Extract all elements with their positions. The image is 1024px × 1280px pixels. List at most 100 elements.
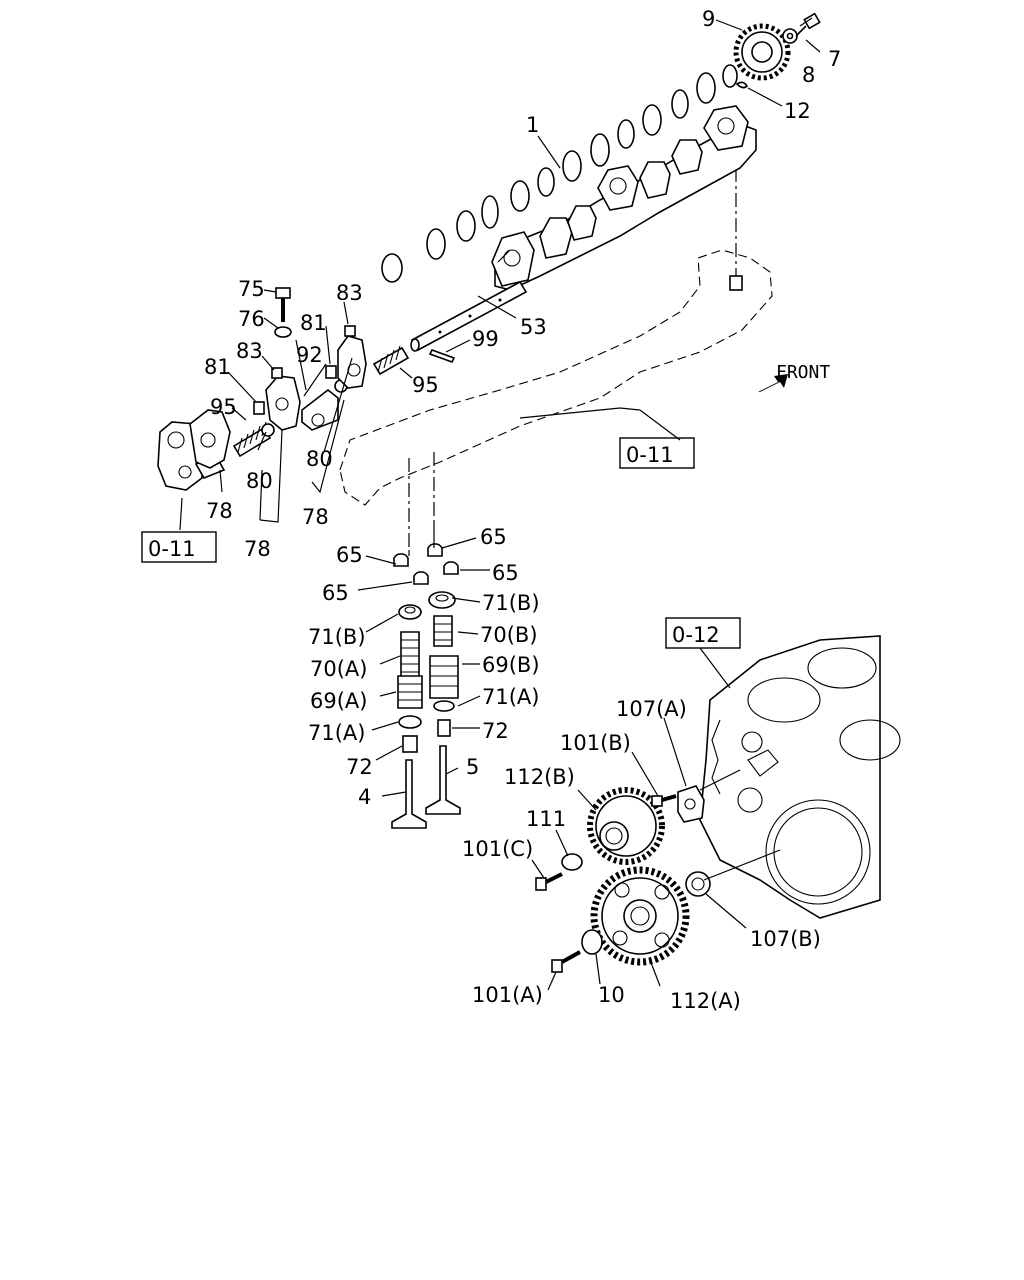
- idler-shaft-107b: [685, 871, 711, 897]
- spring-seat-71a-left: [398, 715, 422, 729]
- front-label: FRONT: [776, 362, 830, 383]
- label-8: 8: [802, 63, 815, 87]
- label-71a-right: 71(A): [482, 685, 539, 709]
- collet-65-c: [413, 571, 429, 585]
- bolt-101a: [551, 950, 581, 973]
- rocker-arm-78-left: [189, 409, 231, 469]
- label-80-center: 80: [306, 447, 333, 471]
- label-81-right: 81: [300, 311, 327, 335]
- label-78-bottom: 78: [244, 537, 271, 561]
- cylinder-head-outline: [339, 249, 773, 506]
- label-69a: 69(A): [310, 689, 367, 713]
- label-95-center: 95: [412, 373, 439, 397]
- idler-gear-112b: [587, 787, 665, 865]
- label-70a: 70(A): [310, 657, 367, 681]
- ref-box-0-11-right: 0-11: [619, 437, 695, 469]
- label-12: 12: [784, 99, 811, 123]
- bolt-81-left: [253, 401, 265, 415]
- label-75: 75: [238, 277, 265, 301]
- valve-5: [425, 745, 461, 815]
- front-arrow-icon: [758, 374, 788, 392]
- washer-76: [274, 326, 292, 338]
- bolt-75: [275, 287, 291, 322]
- bolt-101c: [535, 872, 563, 891]
- washer-8-hole: [786, 32, 794, 40]
- label-71b-left: 71(B): [308, 625, 366, 649]
- inner-spring-70a: [400, 631, 420, 681]
- head-dowel: [729, 275, 743, 291]
- rocker-arm-assembly: [491, 105, 757, 291]
- label-99: 99: [472, 327, 499, 351]
- rocker-arm-78-center: [265, 375, 301, 431]
- ref-box-0-12: 0-12: [665, 617, 741, 649]
- svg-text:0-12: 0-12: [672, 623, 720, 647]
- spring-95-left: [232, 421, 272, 458]
- label-65-d: 65: [322, 581, 349, 605]
- label-101b: 101(B): [560, 731, 631, 755]
- leader-lines: [179, 17, 821, 991]
- valve-4: [391, 759, 427, 829]
- collet-65-d: [443, 561, 459, 575]
- label-107b: 107(B): [750, 927, 821, 951]
- label-95-left: 95: [210, 395, 237, 419]
- valve-seal-72-left: [402, 735, 418, 753]
- camshaft-sprocket: [733, 23, 791, 81]
- svg-text:0-11: 0-11: [148, 537, 196, 561]
- label-83-left: 83: [236, 339, 263, 363]
- label-101a: 101(A): [472, 983, 543, 1007]
- support-92: [301, 388, 339, 431]
- outer-spring-69a: [397, 675, 423, 709]
- pin-99: [428, 349, 456, 363]
- label-111: 111: [526, 807, 566, 831]
- inner-spring-70b: [433, 615, 453, 647]
- label-107a: 107(A): [616, 697, 687, 721]
- label-112b: 112(B): [504, 765, 575, 789]
- label-1: 1: [526, 113, 539, 137]
- label-70b: 70(B): [480, 623, 538, 647]
- label-72-left: 72: [346, 755, 373, 779]
- label-81-left: 81: [204, 355, 231, 379]
- part-labels: 1 9 7 8 12 53 99 75 76 83 81 92 83 81 95…: [204, 7, 841, 1013]
- nut-83-left: [271, 367, 283, 379]
- label-65-a: 65: [336, 543, 363, 567]
- key-12: [735, 81, 749, 89]
- valve-seal-72-right: [437, 719, 451, 737]
- bolt-81-center: [325, 365, 337, 379]
- label-5: 5: [466, 755, 479, 779]
- label-4: 4: [358, 785, 371, 809]
- label-7: 7: [828, 47, 841, 71]
- label-76: 76: [238, 307, 265, 331]
- label-80-left: 80: [246, 469, 273, 493]
- rocker-shaft: [410, 280, 528, 352]
- label-10: 10: [598, 983, 625, 1007]
- collet-65-a: [393, 553, 409, 567]
- label-101c: 101(C): [462, 837, 533, 861]
- spring-95-center: [372, 345, 410, 376]
- label-53: 53: [520, 315, 547, 339]
- thrust-washer-10: [581, 929, 603, 955]
- collar-80-left: [261, 423, 275, 437]
- camshaft: [381, 64, 743, 283]
- label-71b-right: 71(B): [482, 591, 540, 615]
- label-112a: 112(A): [670, 989, 741, 1013]
- label-9: 9: [702, 7, 715, 31]
- idler-shaft-107a: [677, 785, 705, 823]
- svg-text:0-11: 0-11: [626, 443, 674, 467]
- label-71a-left: 71(A): [308, 721, 365, 745]
- bolt-101b: [651, 794, 677, 807]
- label-83-right: 83: [336, 281, 363, 305]
- outer-spring-69b: [429, 655, 459, 699]
- nut-83-right: [344, 325, 356, 337]
- label-78-center: 78: [302, 505, 329, 529]
- collet-65-b: [427, 543, 443, 557]
- label-69b: 69(B): [482, 653, 540, 677]
- label-78-left: 78: [206, 499, 233, 523]
- label-92: 92: [296, 343, 323, 367]
- spring-retainer-71b-right: [428, 591, 456, 609]
- label-65-b: 65: [480, 525, 507, 549]
- engine-block: [699, 635, 901, 919]
- spring-seat-71a-right: [433, 700, 455, 712]
- thrust-plate-111: [561, 853, 583, 871]
- rocker-arm-78-right: [337, 335, 367, 389]
